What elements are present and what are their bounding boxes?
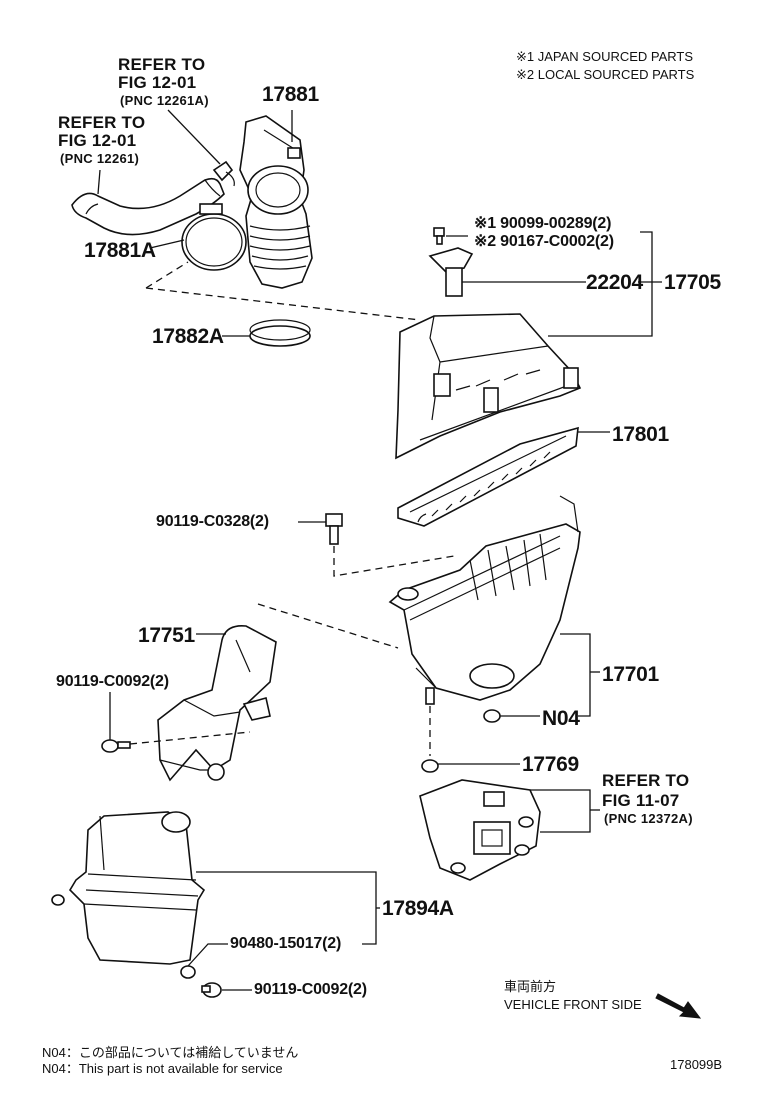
ref-fig12-01-a-pnc: (PNC 12261A) xyxy=(120,93,209,108)
ref-fig12-01-b-line1: REFER TO xyxy=(58,113,146,132)
ref-fig12-01-b-line2: FIG 12-01 xyxy=(58,131,137,150)
bolt-90119-c0328 xyxy=(325,513,343,545)
part-n04: N04 xyxy=(542,707,580,730)
screw-90099 xyxy=(433,227,445,245)
part-90099-00289: ※1 90099-00289(2) xyxy=(474,215,612,232)
ref-fig11-07-line1: REFER TO xyxy=(602,771,690,790)
bolt-90119-c0092-b xyxy=(201,982,222,998)
part-17701: 17701 xyxy=(602,663,659,686)
ref-fig11-07-pnc: (PNC 12372A) xyxy=(604,811,693,826)
bracket-12372a xyxy=(419,779,541,881)
footnote-en: N04：This part is not available for servi… xyxy=(42,1061,283,1076)
part-90119-c0328: 90119-C0328(2) xyxy=(156,513,269,530)
ref-fig12-01-a-line2: FIG 12-01 xyxy=(118,73,197,92)
bolt-90119-c0092-a xyxy=(101,739,131,753)
resonator-17894a xyxy=(51,811,206,965)
legend-local-sourced: ※2 LOCAL SOURCED PARTS xyxy=(516,67,695,82)
part-17751: 17751 xyxy=(138,624,195,647)
part-90480-15017: 90480-15017(2) xyxy=(230,935,342,952)
hose-clamp-12261a xyxy=(212,160,235,187)
grommet-17769 xyxy=(421,759,439,773)
figure-id: 178099B xyxy=(670,1057,723,1072)
air-inlet-17751 xyxy=(157,624,277,782)
clamp-ring-17881a xyxy=(181,203,247,271)
intake-duct-17881 xyxy=(239,115,313,289)
part-17705: 17705 xyxy=(664,271,721,294)
air-cleaner-cap-17705 xyxy=(395,313,582,460)
part-22204: 22204 xyxy=(586,271,643,294)
legend-japan-sourced: ※1 JAPAN SOURCED PARTS xyxy=(516,49,694,64)
part-17881a: 17881A xyxy=(84,239,156,262)
part-90119-c0092-b: 90119-C0092(2) xyxy=(254,981,367,998)
mass-air-flow-sensor-22204 xyxy=(428,247,474,297)
part-90119-c0092-a: 90119-C0092(2) xyxy=(56,673,169,690)
air-cleaner-case-17701 xyxy=(388,495,581,701)
vehicle-front-en: VEHICLE FRONT SIDE xyxy=(504,997,642,1012)
part-90167-c0002: ※2 90167-C0002(2) xyxy=(474,233,614,250)
band-17882a xyxy=(249,319,311,347)
vehicle-front-jp: 車両前方 xyxy=(504,979,557,994)
part-17882a: 17882A xyxy=(152,325,224,348)
part-17894a: 17894A xyxy=(382,897,454,920)
intake-hose-12261 xyxy=(71,177,225,236)
footnote-jp: N04：この部品については補給していません xyxy=(42,1045,299,1060)
ref-fig11-07-line2: FIG 11-07 xyxy=(602,791,680,810)
ref-fig12-01-b-pnc: (PNC 12261) xyxy=(60,151,140,166)
ref-fig12-01-a-line1: REFER TO xyxy=(118,55,206,74)
air-filter-element-17801 xyxy=(397,426,579,527)
part-17881: 17881 xyxy=(262,83,319,106)
grommet-n04 xyxy=(483,709,501,723)
part-17769: 17769 xyxy=(522,753,579,776)
vehicle-front-arrow-icon xyxy=(655,993,702,1019)
stud xyxy=(425,687,435,705)
grommet-90480 xyxy=(180,965,196,979)
part-17801: 17801 xyxy=(612,423,669,446)
